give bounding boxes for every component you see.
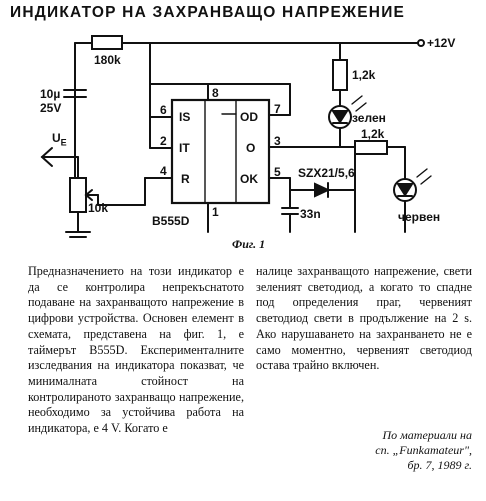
pin-label-it: IT (179, 141, 190, 155)
led-red-label: червен (398, 210, 441, 224)
pin-num-8: 8 (212, 86, 219, 100)
supply-label: +12V (427, 36, 456, 50)
source-line-3: бр. 7, 1989 г. (407, 458, 472, 472)
circuit-schematic (40, 35, 432, 238)
article-column-right: налице захранващото напрежение, свети зе… (256, 264, 472, 374)
source-line-2: сп. „Funkamateur", (375, 443, 472, 457)
article-text-left: Предназначението на този индикатор е да … (28, 264, 244, 436)
chip-label: B555D (152, 214, 190, 228)
pin-label-ok: OK (240, 172, 258, 186)
figure-caption: Фиг. 1 (232, 237, 266, 251)
pin-num-2: 2 (160, 134, 167, 148)
resistor-led-label: 1,2k (352, 68, 376, 82)
cap1-voltage-label: 25V (40, 101, 62, 115)
pin-label-o: O (246, 141, 256, 155)
pin-label-od: OD (240, 110, 258, 124)
source-credit: По материали на сп. „Funkamateur", бр. 7… (375, 428, 472, 473)
page-title: ИНДИКАТОР НА ЗАХРАНВАЩО НАПРЕЖЕНИЕ (10, 4, 406, 21)
ue-subscript: E (60, 137, 67, 148)
pin-num-1: 1 (212, 205, 219, 219)
pin-label-is: IS (179, 110, 191, 124)
pin-num-6: 6 (160, 103, 167, 117)
ue-symbol: U (52, 131, 61, 145)
pin-num-3: 3 (274, 134, 281, 148)
source-line-1: По материали на (382, 428, 472, 442)
resistor-out-label: 1,2k (361, 127, 385, 141)
pin-label-r: R (181, 172, 190, 186)
cap1-label: 10µ (40, 87, 61, 101)
cap2-label: 33n (300, 207, 321, 221)
zener-label: SZX21/5,6 (298, 166, 355, 180)
pot-label: 10k (88, 201, 109, 215)
article-column-left: Предназначението на този индикатор е да … (28, 264, 244, 437)
led-green-label: зелен (352, 111, 386, 125)
ue-label: UE (52, 132, 67, 147)
resistor-180k-label: 180k (94, 53, 121, 67)
article-text-right: налице захранващото напрежение, свети зе… (256, 264, 472, 373)
pin-num-5: 5 (274, 165, 281, 179)
pin-num-7: 7 (274, 102, 281, 116)
pin-num-4: 4 (160, 164, 167, 178)
